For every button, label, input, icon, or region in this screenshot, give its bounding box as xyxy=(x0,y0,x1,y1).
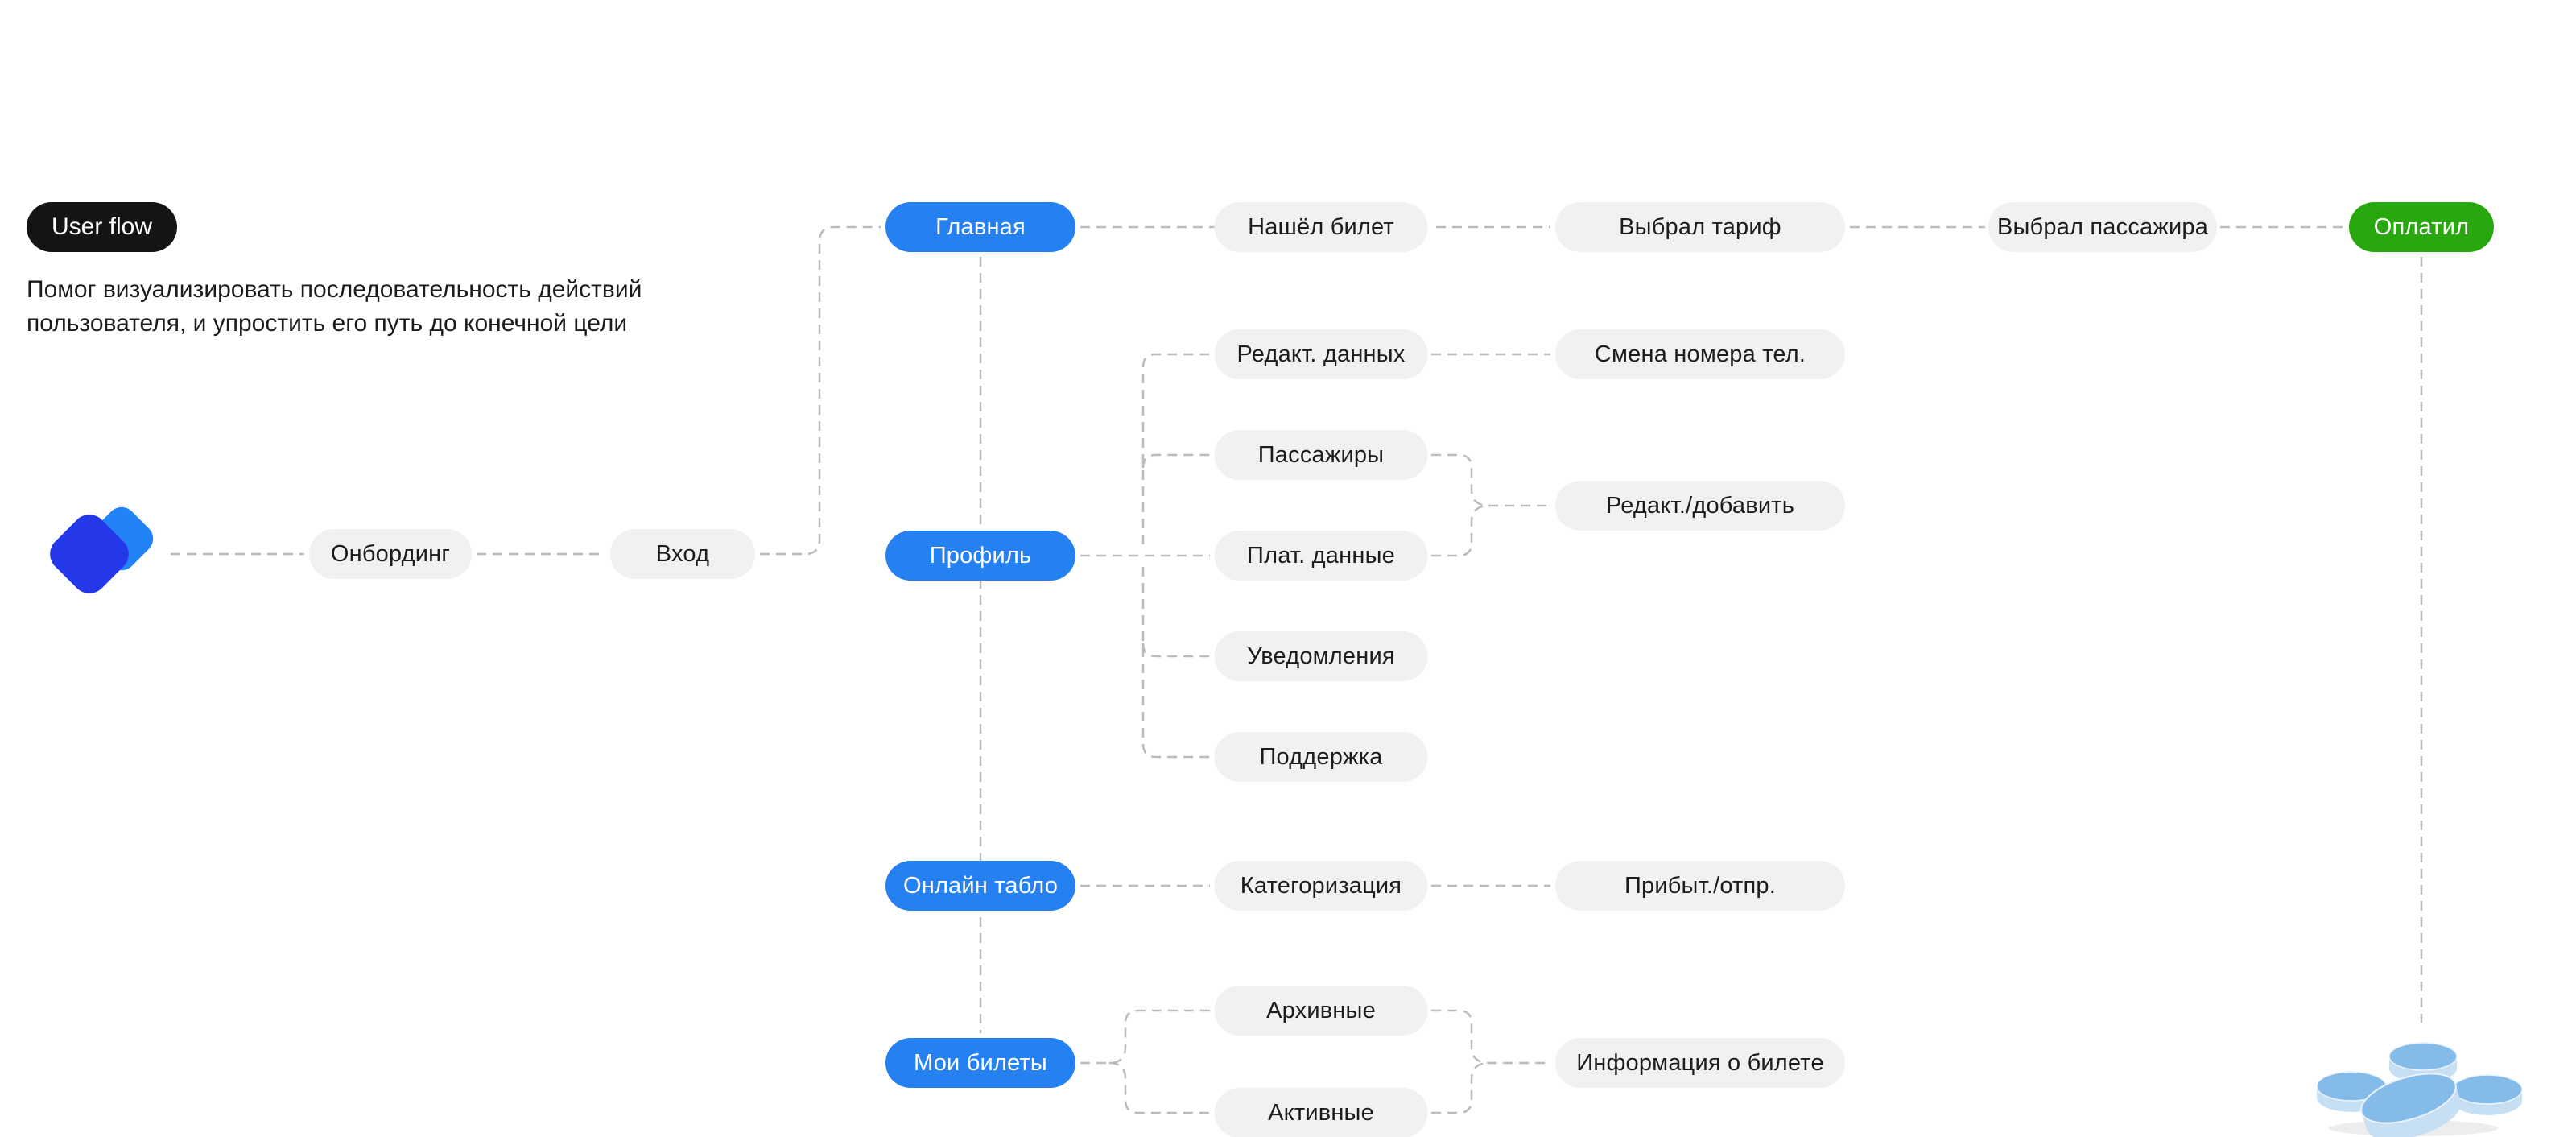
connector xyxy=(1431,453,1550,507)
coins-illustration xyxy=(2316,1042,2523,1137)
connector xyxy=(760,225,881,556)
node-active[interactable]: Активные xyxy=(1214,1088,1428,1137)
node-my-tickets[interactable]: Мои билеты xyxy=(886,1038,1075,1088)
connector xyxy=(1141,353,1210,544)
flow-description-line2: пользователя, и упростить его путь до ко… xyxy=(27,310,628,337)
connector xyxy=(1431,1009,1550,1065)
flow-description-line1: Помог визуализировать последовательность… xyxy=(27,276,642,303)
flow-description: Помог визуализировать последовательность… xyxy=(27,273,642,341)
node-chose-tariff[interactable]: Выбрал тариф xyxy=(1555,202,1845,252)
connector xyxy=(1080,1009,1210,1065)
node-found-ticket[interactable]: Нашёл билет xyxy=(1214,202,1428,252)
node-notifications[interactable]: Уведомления xyxy=(1214,631,1428,681)
node-profile[interactable]: Профиль xyxy=(886,531,1075,581)
node-passengers[interactable]: Пассажиры xyxy=(1214,430,1428,480)
node-home[interactable]: Главная xyxy=(886,202,1075,252)
node-arr-dep[interactable]: Прибыт./отпр. xyxy=(1555,861,1845,911)
node-login[interactable]: Вход xyxy=(610,529,755,579)
node-payment-data[interactable]: Плат. данные xyxy=(1214,531,1428,581)
connector xyxy=(1431,504,1490,557)
node-paid[interactable]: Оплатил xyxy=(2349,202,2494,252)
node-onboarding[interactable]: Онбординг xyxy=(309,529,472,579)
connector xyxy=(1141,567,1210,759)
node-online-board[interactable]: Онлайн табло xyxy=(886,861,1075,911)
node-ticket-info[interactable]: Информация о билете xyxy=(1555,1038,1845,1088)
node-categorization[interactable]: Категоризация xyxy=(1214,861,1428,911)
connector xyxy=(1141,643,1210,658)
node-chose-passenger[interactable]: Выбрал пассажира xyxy=(1988,202,2217,252)
connector xyxy=(1108,1061,1210,1114)
node-change-phone[interactable]: Смена номера тел. xyxy=(1555,329,1845,379)
brand-logo-icon xyxy=(50,506,154,593)
node-support[interactable]: Поддержка xyxy=(1214,732,1428,782)
connector xyxy=(1141,453,1210,469)
user-flow-badge: User flow xyxy=(27,202,178,252)
connector xyxy=(1431,1061,1490,1114)
node-edit-data[interactable]: Редакт. данных xyxy=(1214,329,1428,379)
node-edit-add[interactable]: Редакт./добавить xyxy=(1555,481,1845,531)
node-archived[interactable]: Архивные xyxy=(1214,986,1428,1036)
